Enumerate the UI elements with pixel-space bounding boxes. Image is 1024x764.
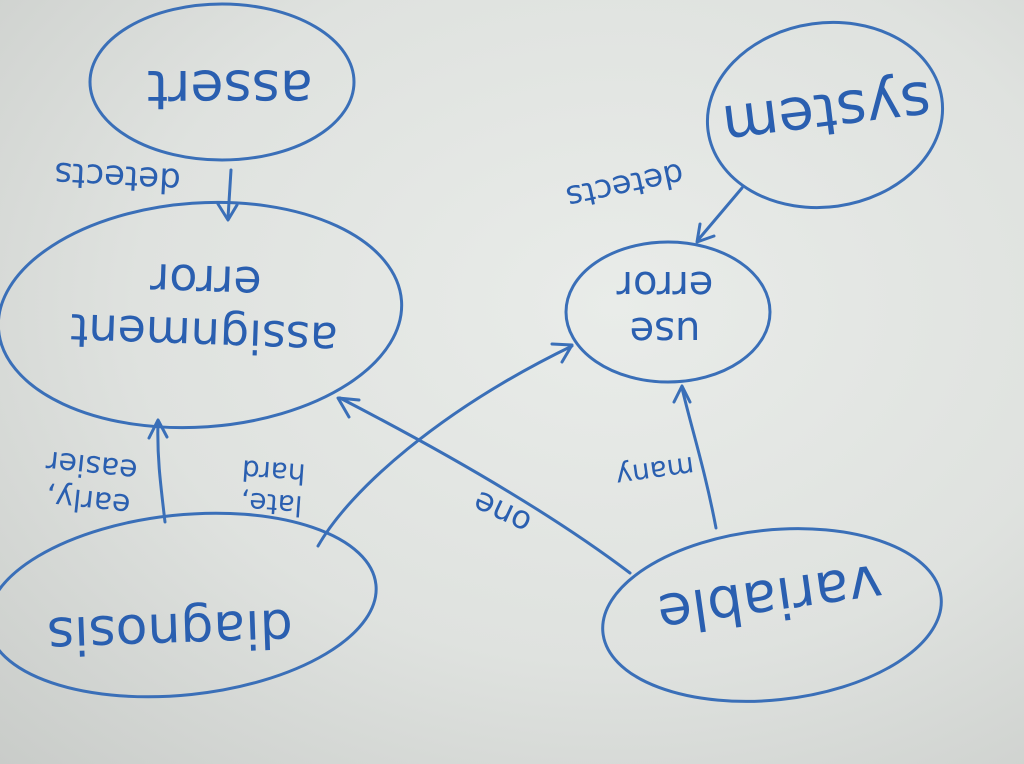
edge-label-late-hard: late, hard: [239, 453, 307, 523]
edge-variable-to-use: [672, 384, 718, 530]
node-use-error-outline: [564, 240, 772, 384]
node-system-outline: [705, 20, 945, 210]
edge-assert-to-assignment: [216, 168, 239, 222]
edge-variable-to-assignment: [336, 396, 632, 575]
edge-diagnosis-to-use: [316, 342, 574, 548]
node-use-error-label: use error: [616, 262, 714, 354]
edge-diagnosis-to-assignment: [147, 418, 169, 524]
node-assert-outline: [88, 2, 356, 162]
edge-system-to-use: [695, 186, 744, 244]
node-assignment-error-outline: [0, 200, 404, 430]
edge-label-early-easier: early, easier: [44, 443, 140, 523]
node-variable-outline: [601, 527, 943, 703]
node-diagnosis-outline: [0, 511, 378, 699]
node-diagnosis-label: diagnosis: [46, 596, 294, 666]
node-assignment-error-label: assignment error: [69, 252, 339, 367]
edge-label-assert-detects: detects: [53, 153, 182, 201]
node-assert-label: assert: [147, 58, 313, 121]
